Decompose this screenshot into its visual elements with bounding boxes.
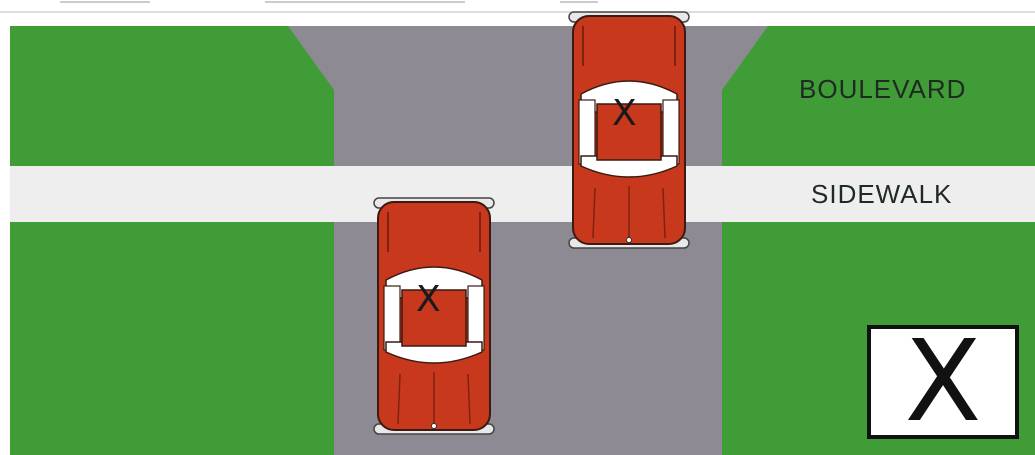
boulevard-label: BOULEVARD [799, 74, 967, 104]
grass-top-right [720, 26, 1035, 166]
grass-top-left [10, 26, 334, 166]
grass-bottom-left [10, 222, 334, 455]
x-legend-mark: X [904, 317, 982, 447]
road [288, 26, 768, 455]
car-bottom-x-mark: X [416, 279, 441, 320]
sidewalk [10, 166, 1035, 222]
sidewalk-label: SIDEWALK [811, 179, 953, 209]
car-top-x-mark: X [612, 93, 637, 134]
x-legend-box: X [867, 325, 1019, 439]
top-margin [0, 0, 1035, 18]
